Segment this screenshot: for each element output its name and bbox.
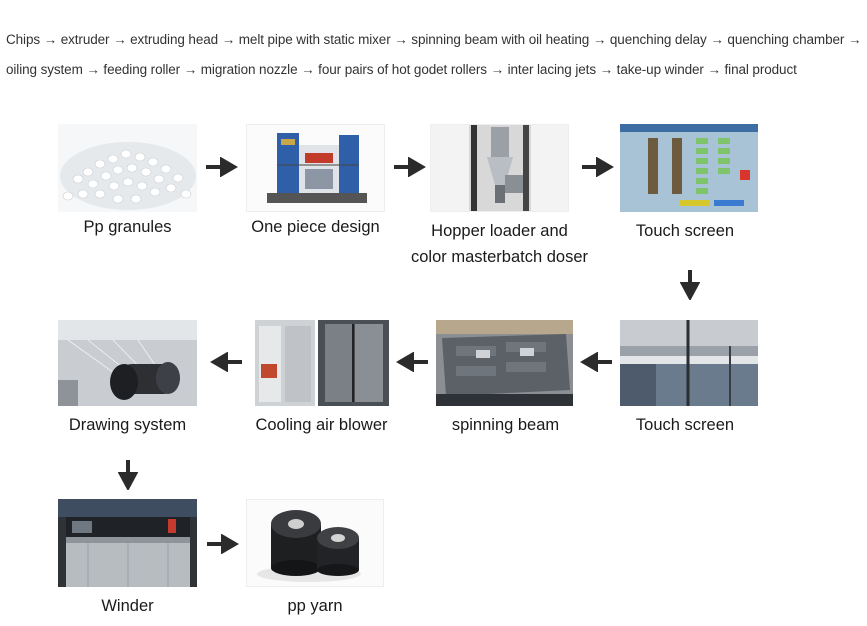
plastic-granules-photo <box>58 124 197 212</box>
caption-drawing-system: Drawing system <box>68 416 187 434</box>
winder-machine-photo <box>58 499 197 587</box>
arrow-left-icon <box>580 352 612 372</box>
caption-pp-yarn: pp yarn <box>287 597 343 615</box>
arrow-left-icon <box>210 352 242 372</box>
arrow-right-icon <box>582 157 614 177</box>
arrow-right-icon <box>207 534 239 554</box>
arrow-down-icon <box>680 270 700 300</box>
caption-winder: Winder <box>101 597 154 615</box>
process-chain-line-2: oiling system → feeding roller → migrati… <box>6 62 797 77</box>
godet-rollers-photo <box>58 320 197 406</box>
arrow-down-icon <box>118 460 138 490</box>
caption-pp-granules: Pp granules <box>83 218 172 236</box>
arrow-right-icon <box>206 157 238 177</box>
caption-hopper-loader: Hopper loader and color masterbatch dose… <box>411 222 588 266</box>
quench-chamber-photo <box>620 320 758 406</box>
touch-screen-panel-photo <box>620 124 758 212</box>
yarn-bobbins-photo <box>246 499 384 587</box>
caption-cooling-air-blower: Cooling air blower <box>255 416 388 434</box>
spinning-beam-photo <box>436 320 573 406</box>
spinning-machine-photo <box>246 124 385 212</box>
air-blower-cabinet-photo <box>255 320 389 406</box>
caption-spinning-beam: spinning beam <box>451 416 560 434</box>
arrow-left-icon <box>396 352 428 372</box>
process-chain-line-1: Chips → extruder → extruding head → melt… <box>6 32 862 47</box>
caption-one-piece-design: One piece design <box>251 218 380 236</box>
arrow-right-icon <box>394 157 426 177</box>
caption-touch-screen-2: Touch screen <box>635 416 735 434</box>
caption-touch-screen-1: Touch screen <box>635 222 735 240</box>
hopper-loader-photo <box>430 124 569 212</box>
